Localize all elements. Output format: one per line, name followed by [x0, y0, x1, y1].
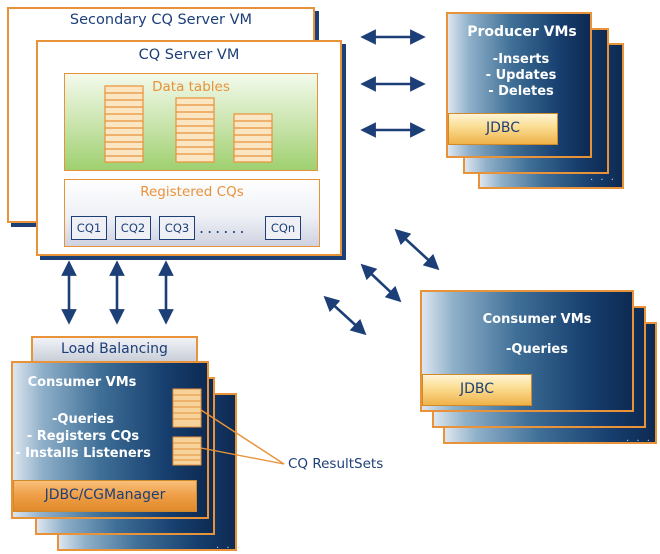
- table-icon-3: [233, 113, 273, 163]
- consumer-left-title: Consumer VMs: [27, 375, 137, 390]
- producer-dots: . . .: [590, 172, 616, 183]
- consumer-left-op-queries: -Queries: [52, 412, 114, 427]
- producer-op-inserts: -Inserts: [492, 52, 550, 67]
- arrow-consumer-right-2: [360, 263, 402, 303]
- consumer-left-panel: Consumer VMs -Queries - Registers CQs - …: [11, 361, 209, 519]
- data-table-icons: [104, 85, 273, 163]
- data-tables-label: Data tables: [152, 79, 230, 95]
- cq-ellipsis: ......: [199, 218, 248, 237]
- consumer-right-op-queries: -Queries: [506, 342, 568, 357]
- producer-op-deletes: - Deletes: [488, 84, 554, 99]
- producer-operations: -Inserts - Updates - Deletes: [452, 52, 590, 100]
- resultset-icon-1: [172, 388, 202, 428]
- consumer-right-panel: Consumer VMs -Queries JDBC: [420, 290, 634, 412]
- consumer-left-op-listeners: - Installs Listeners: [15, 446, 151, 461]
- cq-box-n: CQn: [265, 216, 301, 240]
- consumer-right-jdbc: JDBC: [422, 374, 532, 406]
- consumer-left-jdbc-cgmanager: JDBC/CGManager: [13, 480, 197, 512]
- cq-box-2: CQ2: [115, 216, 151, 240]
- resultset-icon-2: [172, 436, 202, 466]
- cq-box-3: CQ3: [159, 216, 195, 240]
- resultset-leader-1: [200, 409, 285, 465]
- secondary-server-title: Secondary CQ Server VM: [69, 12, 253, 28]
- data-tables-panel: Data tables: [64, 73, 318, 171]
- arrow-consumer-right-3: [323, 295, 367, 336]
- table-icon-1: [104, 85, 144, 163]
- producer-jdbc: JDBC: [448, 113, 558, 145]
- resultset-leader-2: [200, 447, 285, 465]
- cq-box-1: CQ1: [71, 216, 107, 240]
- consumer-right-dots: . . .: [626, 433, 652, 444]
- producer-title: Producer VMs: [467, 24, 577, 40]
- consumer-left-dots: . . .: [216, 540, 242, 551]
- consumer-left-operations: -Queries - Registers CQs - Installs List…: [13, 411, 153, 462]
- registered-cqs-label: Registered CQs: [140, 184, 244, 200]
- consumer-right-title: Consumer VMs: [482, 312, 592, 327]
- cq-server-title: CQ Server VM: [138, 47, 240, 63]
- cq-server-vm: CQ Server VM Data tables: [36, 40, 342, 256]
- arrow-consumer-right-1: [394, 228, 440, 271]
- cq-resultsets-label: CQ ResultSets: [288, 456, 384, 472]
- producer-vm-panel: Producer VMs -Inserts - Updates - Delete…: [446, 12, 592, 158]
- table-icon-2: [175, 97, 215, 163]
- producer-op-updates: - Updates: [485, 68, 557, 83]
- registered-cqs-panel: Registered CQs CQ1 CQ2 CQ3 ...... CQn: [64, 179, 320, 247]
- consumer-left-op-registers: - Registers CQs: [26, 429, 140, 444]
- resultset-icons: [172, 388, 202, 466]
